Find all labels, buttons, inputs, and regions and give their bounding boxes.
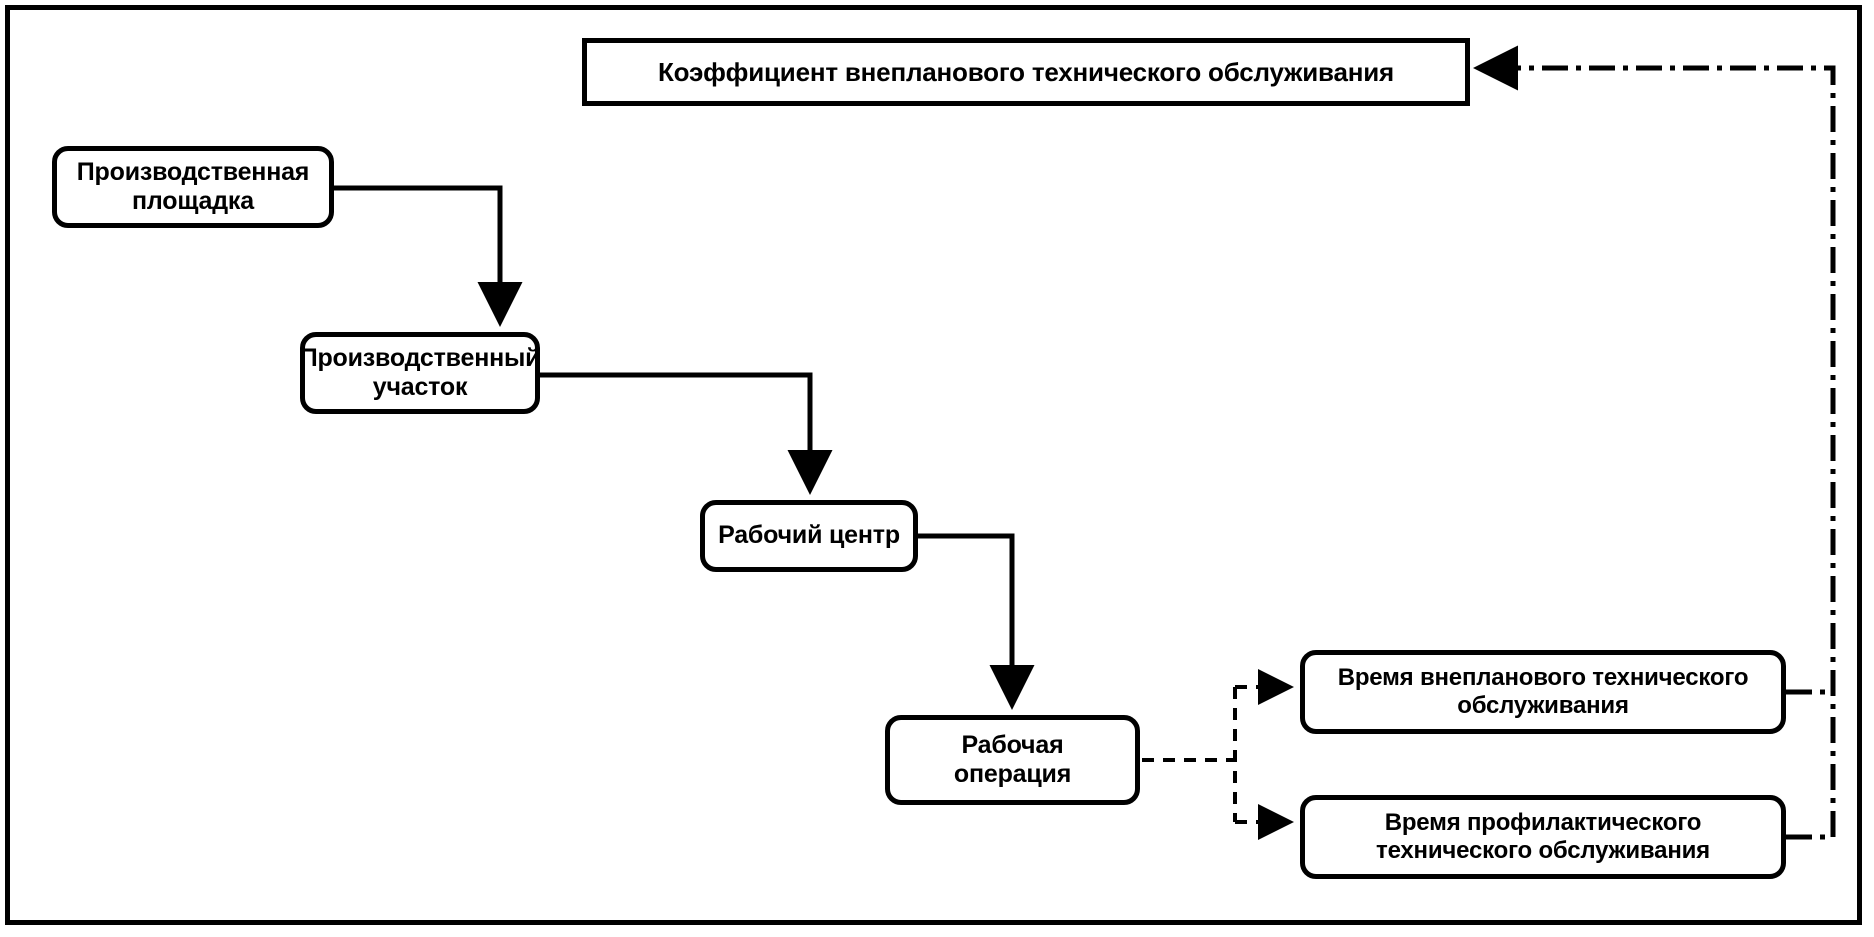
- node-unplanned-label: Время внепланового технического обслужив…: [1337, 663, 1749, 719]
- node-title-label: Коэффициент внепланового технического об…: [657, 56, 1395, 87]
- node-area-label: Производственный участок: [299, 343, 541, 402]
- outer-frame: [5, 5, 1862, 925]
- node-production-area[interactable]: Производственный участок: [300, 332, 541, 414]
- node-site-label: Производственная площадка: [76, 157, 310, 216]
- node-work-operation[interactable]: Рабочая операция: [885, 715, 1140, 805]
- node-center-label: Рабочий центр: [718, 521, 900, 550]
- node-production-site[interactable]: Производственная площадка: [52, 146, 334, 228]
- node-operation-label: Рабочая операция: [953, 730, 1072, 789]
- node-preventive-maintenance-time[interactable]: Время профилактического технического обс…: [1300, 795, 1786, 879]
- node-preventive-label: Время профилактического технического обс…: [1376, 808, 1710, 864]
- node-work-center[interactable]: Рабочий центр: [700, 500, 918, 572]
- node-unplanned-maintenance-coefficient[interactable]: Коэффициент внепланового технического об…: [582, 38, 1470, 106]
- node-unplanned-maintenance-time[interactable]: Время внепланового технического обслужив…: [1300, 650, 1786, 734]
